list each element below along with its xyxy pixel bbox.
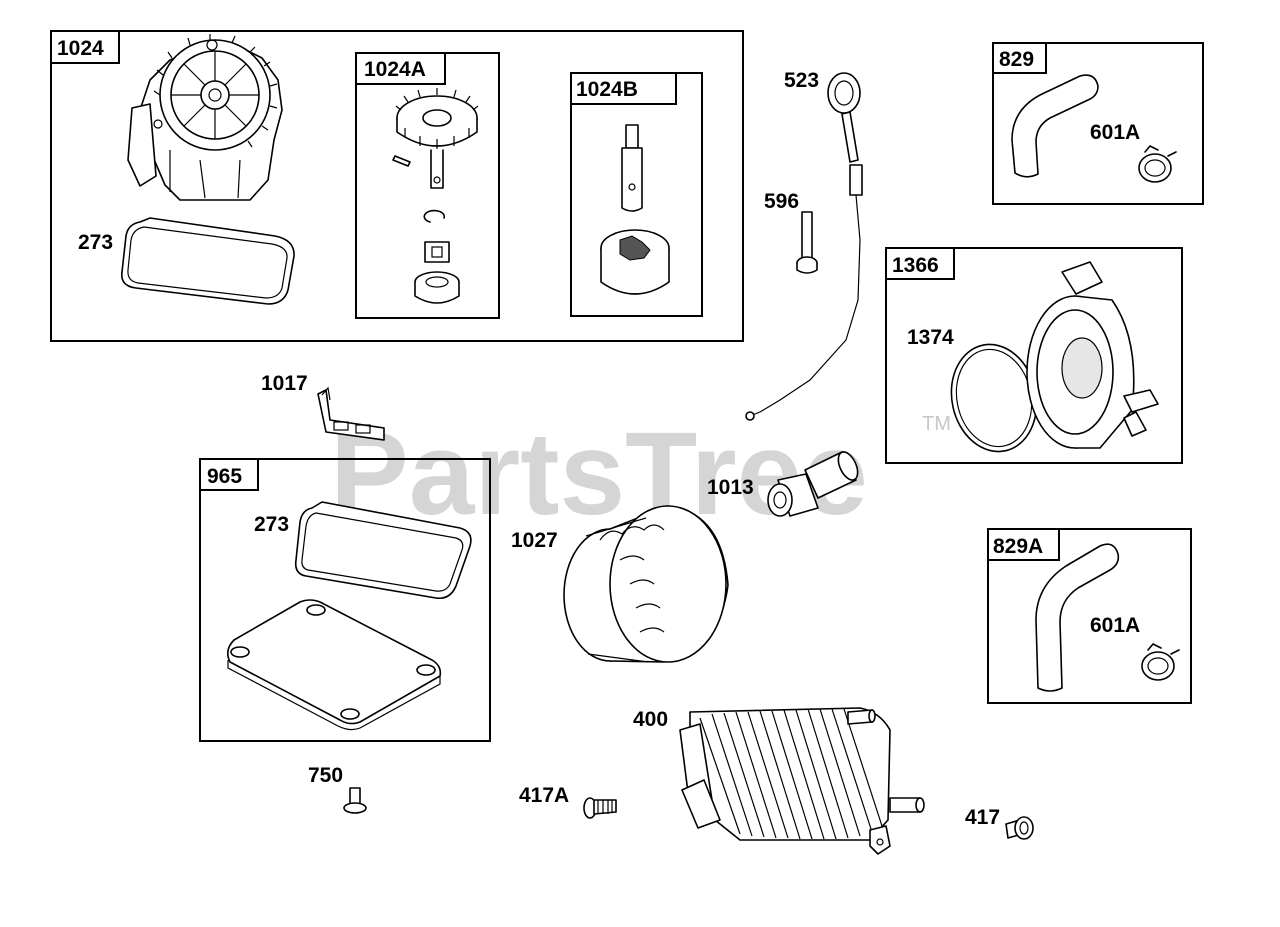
group-label-965: 965 (207, 465, 242, 488)
bolt-417-part[interactable] (1005, 816, 1034, 840)
coupling-part[interactable] (424, 241, 450, 263)
hose-829A-part[interactable] (1035, 543, 1120, 692)
group-label-1024B: 1024B (576, 78, 638, 101)
pump-rotor-part[interactable] (600, 229, 670, 295)
group-1024B[interactable]: 1024B (570, 72, 703, 317)
callout-1027: 1027 (511, 529, 558, 552)
bolt-596-part[interactable] (796, 211, 818, 274)
group-1024[interactable]: 1024 (50, 30, 744, 342)
callout-750: 750 (308, 764, 343, 787)
clamp-601A-bottom-part[interactable] (1141, 643, 1180, 681)
group-1024A[interactable]: 1024A (355, 52, 500, 319)
oil-filter-adapter-part[interactable] (1026, 261, 1159, 449)
screw-417A-part[interactable] (583, 797, 617, 819)
hose-829-part[interactable] (1011, 74, 1099, 178)
callout-417A: 417A (519, 784, 569, 807)
callout-523: 523 (784, 69, 819, 92)
group-label-1024A: 1024A (364, 58, 426, 81)
group-label-1024: 1024 (57, 37, 104, 60)
callout-1013: 1013 (707, 476, 754, 499)
group-label-1366: 1366 (892, 254, 939, 277)
oil-cooler-400-part[interactable] (679, 707, 925, 855)
group-label-829A: 829A (993, 535, 1043, 558)
group-829[interactable]: 829 (992, 42, 1204, 205)
dipstick-523-part[interactable] (745, 72, 863, 421)
clamp-601A-top-part[interactable] (1138, 145, 1177, 183)
group-965[interactable]: 965 (199, 458, 491, 742)
pin-750-part[interactable] (343, 787, 367, 814)
callout-417: 417 (965, 806, 1000, 829)
callout-601A-bottom: 601A (1090, 614, 1140, 637)
watermark-text: PartsTree (330, 408, 868, 540)
callout-1017: 1017 (261, 372, 308, 395)
oil-pump-housing-part[interactable] (127, 34, 283, 201)
retaining-ring-part[interactable] (423, 209, 446, 223)
pin-part[interactable] (392, 155, 411, 167)
watermark-trademark: TM (922, 413, 951, 435)
callout-273-mid: 273 (254, 513, 289, 536)
callout-1374: 1374 (907, 326, 954, 349)
gasket-273-top-part[interactable] (120, 217, 295, 305)
callout-400: 400 (633, 708, 668, 731)
group-label-829: 829 (999, 48, 1034, 71)
fitting-1013-part[interactable] (767, 449, 862, 517)
gasket-273-mid-part[interactable] (294, 501, 472, 600)
cover-plate-part[interactable] (226, 599, 442, 731)
callout-273-top: 273 (78, 231, 113, 254)
callout-601A-top: 601A (1090, 121, 1140, 144)
group-829A[interactable]: 829A (987, 528, 1192, 704)
rotor-cup-part[interactable] (414, 271, 460, 304)
clip-1017-part[interactable] (317, 386, 385, 441)
gear-shaft-part[interactable] (395, 88, 479, 189)
drive-shaft-part[interactable] (621, 124, 643, 212)
group-1366[interactable]: 1366 (885, 247, 1183, 464)
oil-filter-1027-part[interactable] (563, 505, 729, 663)
callout-596: 596 (764, 190, 799, 213)
